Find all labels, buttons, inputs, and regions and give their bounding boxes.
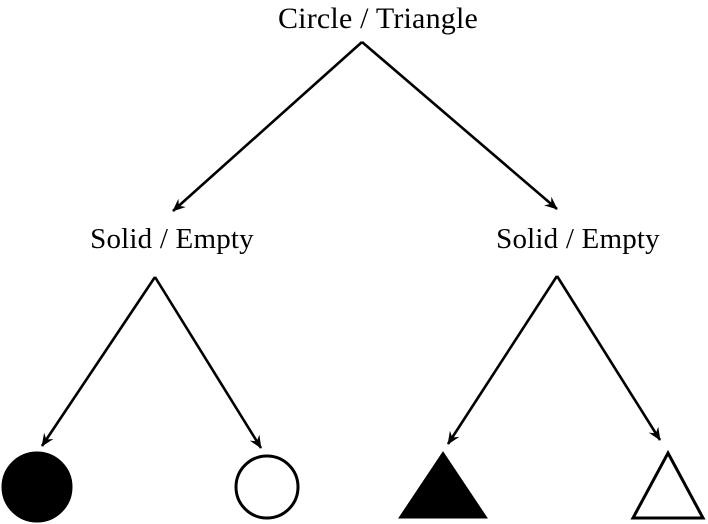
solid-triangle-leaf bbox=[398, 451, 488, 519]
edge-right-branch-to-empty-triangle bbox=[555, 275, 662, 441]
edge-left-branch-to-solid-circle bbox=[40, 276, 157, 447]
empty-triangle-leaf bbox=[630, 449, 706, 520]
solid-circle-leaf bbox=[1, 451, 73, 523]
empty-circle-leaf bbox=[234, 454, 300, 520]
right-branch-node-label: Solid / Empty bbox=[496, 223, 660, 255]
edge-left-branch-to-empty-circle bbox=[153, 276, 263, 449]
edge-root-to-left-branch bbox=[172, 41, 363, 212]
root-node-label: Circle / Triangle bbox=[277, 2, 479, 35]
left-branch-node-label: Solid / Empty bbox=[90, 223, 254, 255]
edge-root-to-right-branch bbox=[361, 41, 558, 210]
edge-right-branch-to-solid-triangle bbox=[446, 275, 559, 445]
